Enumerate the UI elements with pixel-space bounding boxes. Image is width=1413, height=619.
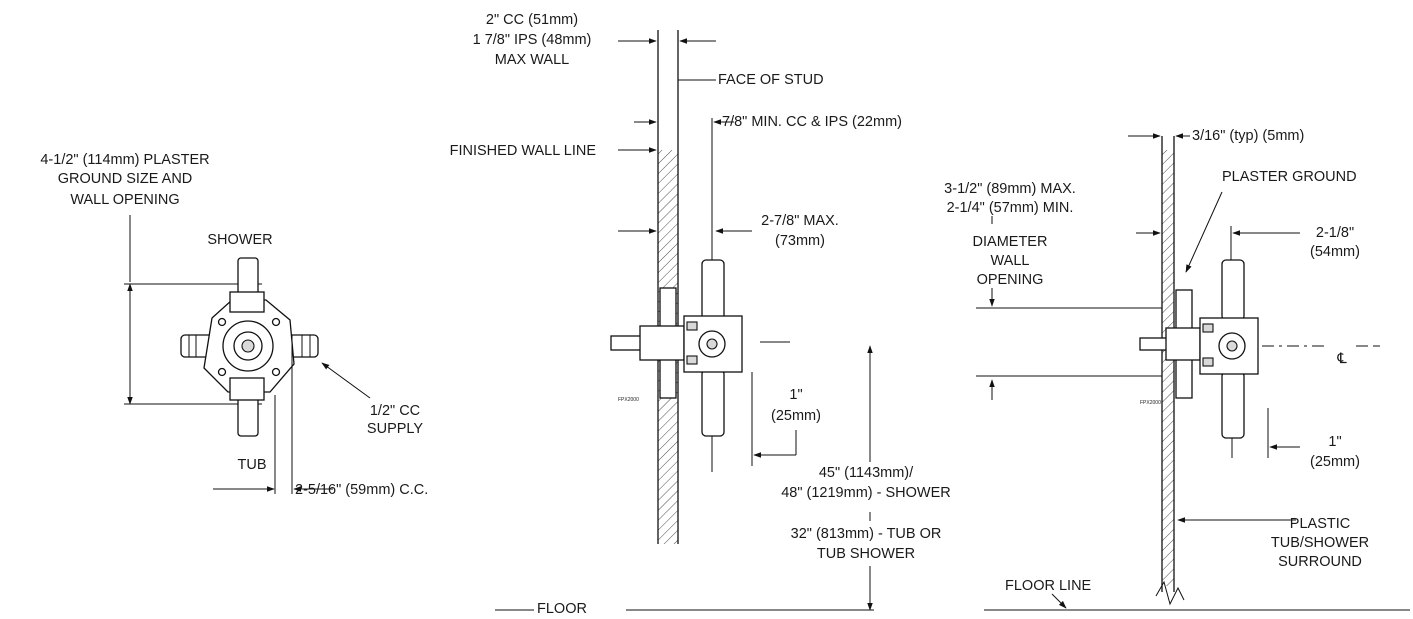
typ-label: 3/16" (typ) (5mm): [1192, 128, 1304, 144]
tub-label: TUB: [238, 457, 267, 473]
cc-supply-label-2: SUPPLY: [367, 421, 423, 437]
finished-wall-line-label: FINISHED WALL LINE: [450, 143, 597, 159]
valve-front: [180, 257, 319, 437]
diameter-label-1: 3-1/2" (89mm) MAX.: [944, 181, 1076, 197]
stem-extension: [610, 335, 644, 351]
plaster-ground-label-2: GROUND SIZE AND: [58, 171, 193, 187]
max-wall-label-2: 1 7/8" IPS (48mm): [473, 32, 592, 48]
clip: [1202, 357, 1214, 367]
max-wall-label-3: MAX WALL: [495, 52, 569, 68]
diameter-label-3: DIAMETER: [973, 234, 1048, 250]
cc-supply-label-1: 1/2" CC: [370, 403, 420, 419]
one-inch-label-2: (25mm): [1310, 454, 1360, 470]
shower-pipe: [1221, 259, 1245, 321]
cc-supply-arrow: [321, 362, 371, 399]
max-depth-label-2: (73mm): [775, 233, 825, 249]
plaster-ground-arrow: [1185, 191, 1223, 273]
valve-lower-block: [229, 377, 265, 401]
clip: [1202, 323, 1214, 333]
mount-screw: [217, 367, 227, 377]
wall-hatch: [1162, 150, 1174, 586]
center-spacing-label: 2-5/16" (59mm) C.C.: [295, 482, 428, 498]
valve-side: FPX2000: [610, 259, 743, 437]
diameter-label-4: WALL: [991, 253, 1030, 269]
one-inch-label-1: 1": [1328, 434, 1341, 450]
middle-side-view: 2" CC (51mm) 1 7/8" IPS (48mm) MAX WALL …: [450, 12, 951, 617]
height-label-3: 32" (813mm) - TUB OR: [791, 526, 942, 542]
tub-pipe: [701, 369, 725, 437]
face-of-stud-label: FACE OF STUD: [718, 72, 824, 88]
wall-break: [1155, 580, 1185, 606]
floor-line-arrow: [1051, 593, 1067, 609]
clip: [686, 321, 698, 331]
valve-upper-block: [229, 291, 265, 313]
model-marking: FPX2000: [1140, 400, 1161, 406]
tub-pipe: [1221, 371, 1245, 439]
plaster-ground-label: PLASTER GROUND: [1222, 169, 1357, 185]
diameter-label-5: OPENING: [977, 272, 1044, 288]
depth-label-2: (54mm): [1310, 244, 1360, 260]
max-depth-label-1: 2-7/8" MAX.: [761, 213, 839, 229]
stem-cap: [241, 339, 255, 353]
height-label-4: TUB SHOWER: [817, 546, 915, 562]
floor-line-label: FLOOR LINE: [1005, 578, 1092, 594]
height-label-1: 45" (1143mm)/: [819, 465, 914, 481]
right-side-view: 3/16" (typ) (5mm) PLASTER GROUND 3-1/2" …: [944, 128, 1410, 611]
surround-label-1: PLASTIC: [1290, 516, 1350, 532]
shower-outlet-pipe: [237, 257, 259, 297]
outlet-center: [1226, 340, 1238, 352]
mount-screw: [217, 317, 227, 327]
surround-label-2: TUB/SHOWER: [1271, 535, 1369, 551]
height-label-2: 48" (1219mm) - SHOWER: [781, 485, 951, 501]
max-wall-label-1: 2" CC (51mm): [486, 12, 578, 28]
mount-screw: [271, 367, 281, 377]
floor-label: FLOOR: [537, 601, 587, 617]
left-front-view: 4-1/2" (114mm) PLASTER GROUND SIZE AND W…: [40, 152, 428, 498]
centerline-symbol: ℄: [1336, 351, 1347, 367]
shower-pipe: [701, 259, 725, 321]
shower-label: SHOWER: [207, 232, 272, 248]
valve-side-right: FPX2000: [1139, 259, 1259, 439]
cartridge-housing: [1165, 327, 1201, 361]
one-inch-label-2: (25mm): [771, 408, 821, 424]
model-marking: FPX2000: [618, 397, 639, 403]
diameter-label-2: 2-1/4" (57mm) MIN.: [947, 200, 1074, 216]
min-depth-label: 7/8" MIN. CC & IPS (22mm): [722, 114, 902, 130]
surround-label-3: SURROUND: [1278, 554, 1362, 570]
plaster-ground-label-1: 4-1/2" (114mm) PLASTER: [40, 152, 209, 168]
outlet-center: [706, 338, 718, 350]
mount-screw: [271, 317, 281, 327]
plaster-ground-label-3: WALL OPENING: [70, 192, 179, 208]
tub-outlet-pipe: [237, 397, 259, 437]
clip: [686, 355, 698, 365]
depth-label-1: 2-1/8": [1316, 225, 1354, 241]
cartridge-housing: [639, 325, 685, 361]
one-inch-label-1: 1": [789, 387, 802, 403]
